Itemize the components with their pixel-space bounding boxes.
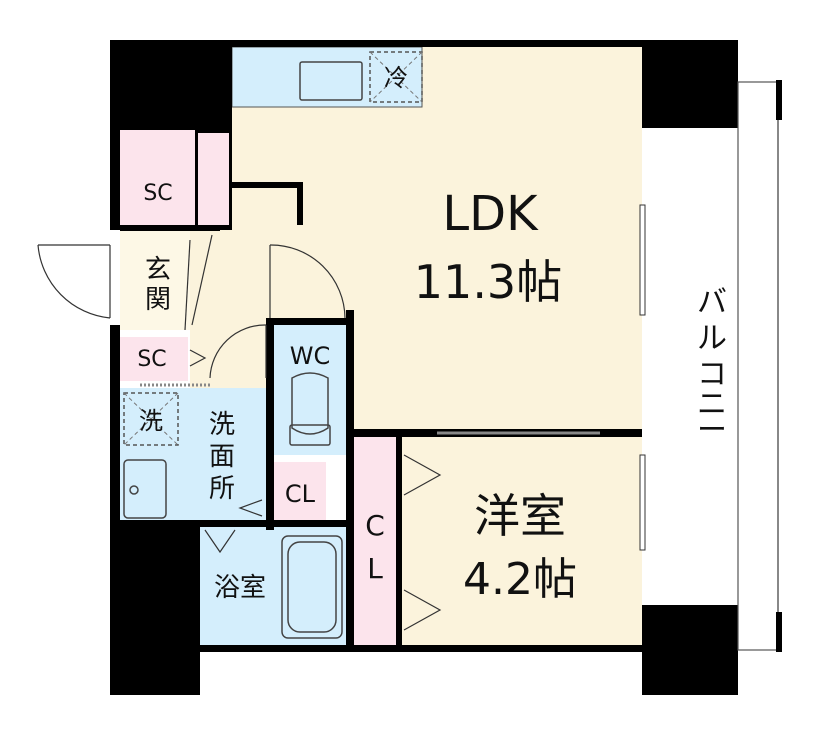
column-bottom-right (642, 605, 738, 695)
western-size: 4.2帖 (463, 554, 577, 605)
doors (37, 234, 600, 631)
sc-upper-label: SC (143, 181, 172, 206)
window-western (639, 454, 646, 551)
pantry (198, 133, 303, 225)
wall-left-upper (110, 130, 120, 230)
washer-space-icon (123, 392, 179, 446)
toilet-icon (291, 372, 329, 435)
sc-lower-label: SC (137, 347, 166, 372)
balcony-label-1: バ (697, 285, 727, 320)
cl-large-label-c: C (365, 509, 385, 542)
washer-label: 洗 (139, 407, 163, 435)
pantry-outline (232, 182, 303, 225)
entrance-door-swing (37, 244, 111, 319)
washer-cross-b (123, 392, 179, 446)
washroom-label-3: 所 (209, 474, 235, 504)
fridge-space-icon (369, 51, 423, 103)
walls (110, 40, 738, 695)
ldk-door-swing (269, 244, 346, 319)
balcony (737, 80, 782, 652)
toilet-tank-icon (289, 424, 331, 446)
sc-lower-fill (120, 337, 188, 381)
balcony-area (737, 81, 779, 651)
window-ldk (639, 204, 646, 316)
bathtub-icon (281, 535, 343, 639)
washroom-label-1: 洗 (209, 410, 235, 440)
balcony-label-2: ル (697, 321, 727, 356)
bathtub-inner-icon (287, 541, 337, 633)
wall-bath-top (200, 520, 346, 527)
balcony-label-5: ー (697, 413, 727, 448)
entrance-label-top: 玄 (145, 255, 171, 285)
wall-wc-left (266, 318, 274, 530)
cl-small-label: CL (285, 480, 316, 508)
wash-basin-icon (123, 459, 167, 519)
entrance-step-line (184, 239, 191, 331)
fridge-label: 冷 (384, 64, 408, 92)
cl-large-fill (354, 437, 396, 645)
washroom-floor (120, 388, 268, 520)
wall-sc-top (120, 225, 220, 231)
column-bottom-left (110, 520, 200, 695)
hall-floor (190, 230, 270, 390)
balcony-label-3: コ (697, 357, 727, 392)
ldk-name: LDK (442, 186, 539, 242)
wash-door-mark (238, 499, 263, 517)
wc-label: WC (290, 342, 331, 370)
column-top-right (642, 40, 738, 128)
cl-door-marks-top (403, 454, 442, 496)
wall-cl-right (396, 437, 402, 645)
balcony-post-bottom (776, 612, 782, 652)
western-name: 洋室 (474, 489, 566, 543)
balcony-label-4: ニ (697, 387, 727, 422)
bath-label: 浴室 (214, 573, 266, 603)
cl-large-label-l: L (367, 552, 383, 585)
pantry-fill (232, 185, 292, 225)
fridge-cross-b (369, 51, 423, 103)
wall-wc-top (266, 318, 354, 325)
sc-lower-door-mark (189, 349, 207, 367)
washroom-label-2: 面 (209, 442, 235, 472)
floor-fills (120, 46, 642, 645)
windows (639, 204, 646, 551)
column-top-left (110, 40, 232, 130)
kitchen-sink-icon (299, 61, 363, 101)
pantry-inner-white (198, 133, 229, 225)
wash-drain-icon (129, 485, 139, 495)
wall-left-lower (110, 325, 120, 520)
labels: LDK 11.3帖 洋室 4.2帖 SC SC 玄 関 洗 面 所 洗 冷 WC… (137, 64, 727, 605)
cl-door-marks-bottom (403, 589, 442, 631)
wall-bottom (200, 645, 642, 652)
entrance-label-bottom: 関 (145, 285, 171, 315)
wall-top (232, 40, 642, 47)
washroom-door-swing (209, 324, 267, 379)
ldk-size: 11.3帖 (414, 255, 562, 309)
wall-wc-right (346, 310, 354, 650)
fixtures (123, 51, 423, 639)
hall-diagonal (191, 234, 213, 326)
balcony-post-top (776, 80, 782, 120)
cl-small-fill (274, 462, 326, 522)
bath-door-mark (204, 529, 236, 554)
